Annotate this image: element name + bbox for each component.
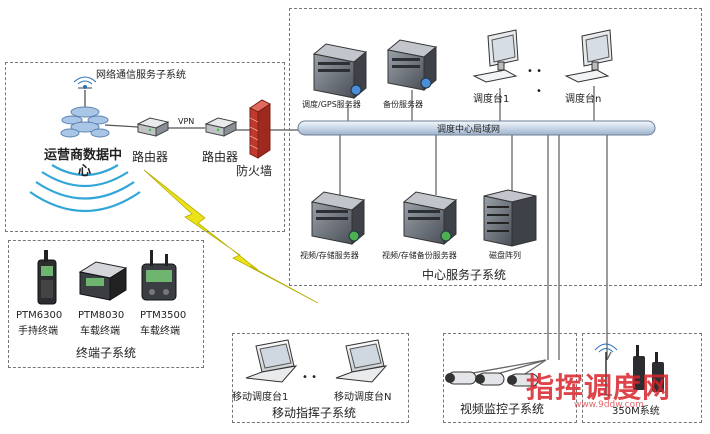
video-subsystem-title: 视频监控子系统 (460, 402, 545, 416)
video-storage-server-label: 视频/存储服务器 (300, 251, 359, 260)
console-dot: • (536, 86, 542, 97)
terminal-subsystem-box (8, 240, 204, 368)
center-subsystem-box (289, 8, 702, 286)
ptm8030-model: PTM8030 (78, 310, 125, 321)
router-1-icon (136, 117, 170, 137)
ptm8030-vehicle-icon (78, 261, 128, 301)
mobile-ellipsis: • • (302, 372, 317, 383)
router-2-label: 路由器 (202, 150, 239, 164)
carrier-center-label: 运营商数据中 (44, 148, 123, 163)
radio-subsystem-title: 350M系统 (612, 406, 660, 417)
terminal-subsystem-title: 终端子系统 (76, 346, 137, 360)
console-1-icon (472, 29, 519, 83)
gps-server-icon (312, 43, 368, 100)
dispatch-lan (297, 120, 656, 136)
wireless-waves (29, 164, 141, 213)
center-subsystem-title: 中心服务子系统 (422, 268, 507, 282)
router-2-icon (204, 117, 238, 137)
console-ellipsis: • • (527, 66, 542, 77)
radio-subsystem-box (582, 333, 702, 423)
ptm6300-desc: 手持终端 (18, 326, 58, 337)
ptm8030-desc: 车载终端 (80, 326, 120, 337)
radio-handset-icon (633, 345, 664, 392)
backup-server-label: 备份服务器 (383, 100, 423, 109)
ptm3500-model: PTM3500 (140, 310, 187, 321)
video-backup-server-icon (402, 191, 458, 246)
console-n-icon (564, 29, 613, 83)
ptm3500-vehicle-icon (141, 250, 177, 301)
ptm6300-handheld-icon (37, 250, 57, 305)
carrier-center-label-2: 心 (78, 164, 92, 179)
console-1-label: 调度台1 (473, 94, 510, 105)
network-subsystem-title: 网络通信服务子系统 (96, 70, 186, 81)
watermark-text: 指挥调度网 (526, 371, 672, 404)
mobile-console-n-label: 移动调度台N (334, 392, 392, 403)
backup-server-icon (386, 39, 438, 92)
router-1-label: 路由器 (132, 150, 169, 164)
lightning-bolt (143, 169, 319, 304)
camera-1-icon (445, 371, 477, 385)
camera-3-icon (507, 373, 539, 387)
mobile-subsystem-box (232, 333, 409, 423)
gps-server-label: 调度/GPS服务器 (302, 100, 361, 109)
lan-label: 调度中心局域网 (437, 125, 501, 135)
radio-tower-icon (594, 343, 618, 396)
ptm3500-desc: 车载终端 (140, 326, 180, 337)
vpn-label: VPN (178, 117, 195, 126)
ptm6300-model: PTM6300 (16, 310, 63, 321)
console-n-label: 调度台n (565, 94, 602, 105)
mobile-console-1-icon (245, 339, 298, 383)
video-storage-server-icon (310, 191, 366, 246)
carrier-data-center-icon (60, 76, 110, 138)
mobile-console-n-icon (335, 339, 388, 383)
disk-array-label: 磁盘阵列 (489, 251, 521, 260)
network-subsystem-box (5, 62, 285, 232)
video-backup-server-label: 视频/存储备份服务器 (382, 251, 457, 260)
firewall-icon (249, 99, 271, 159)
watermark-url: www.9ddw.com (574, 400, 644, 410)
video-subsystem-box (443, 333, 577, 423)
firewall-label: 防火墙 (236, 164, 273, 178)
camera-2-icon (475, 372, 505, 386)
mobile-console-1-label: 移动调度台1 (232, 392, 289, 403)
mobile-subsystem-title: 移动指挥子系统 (272, 406, 357, 420)
disk-array-icon (483, 189, 537, 247)
